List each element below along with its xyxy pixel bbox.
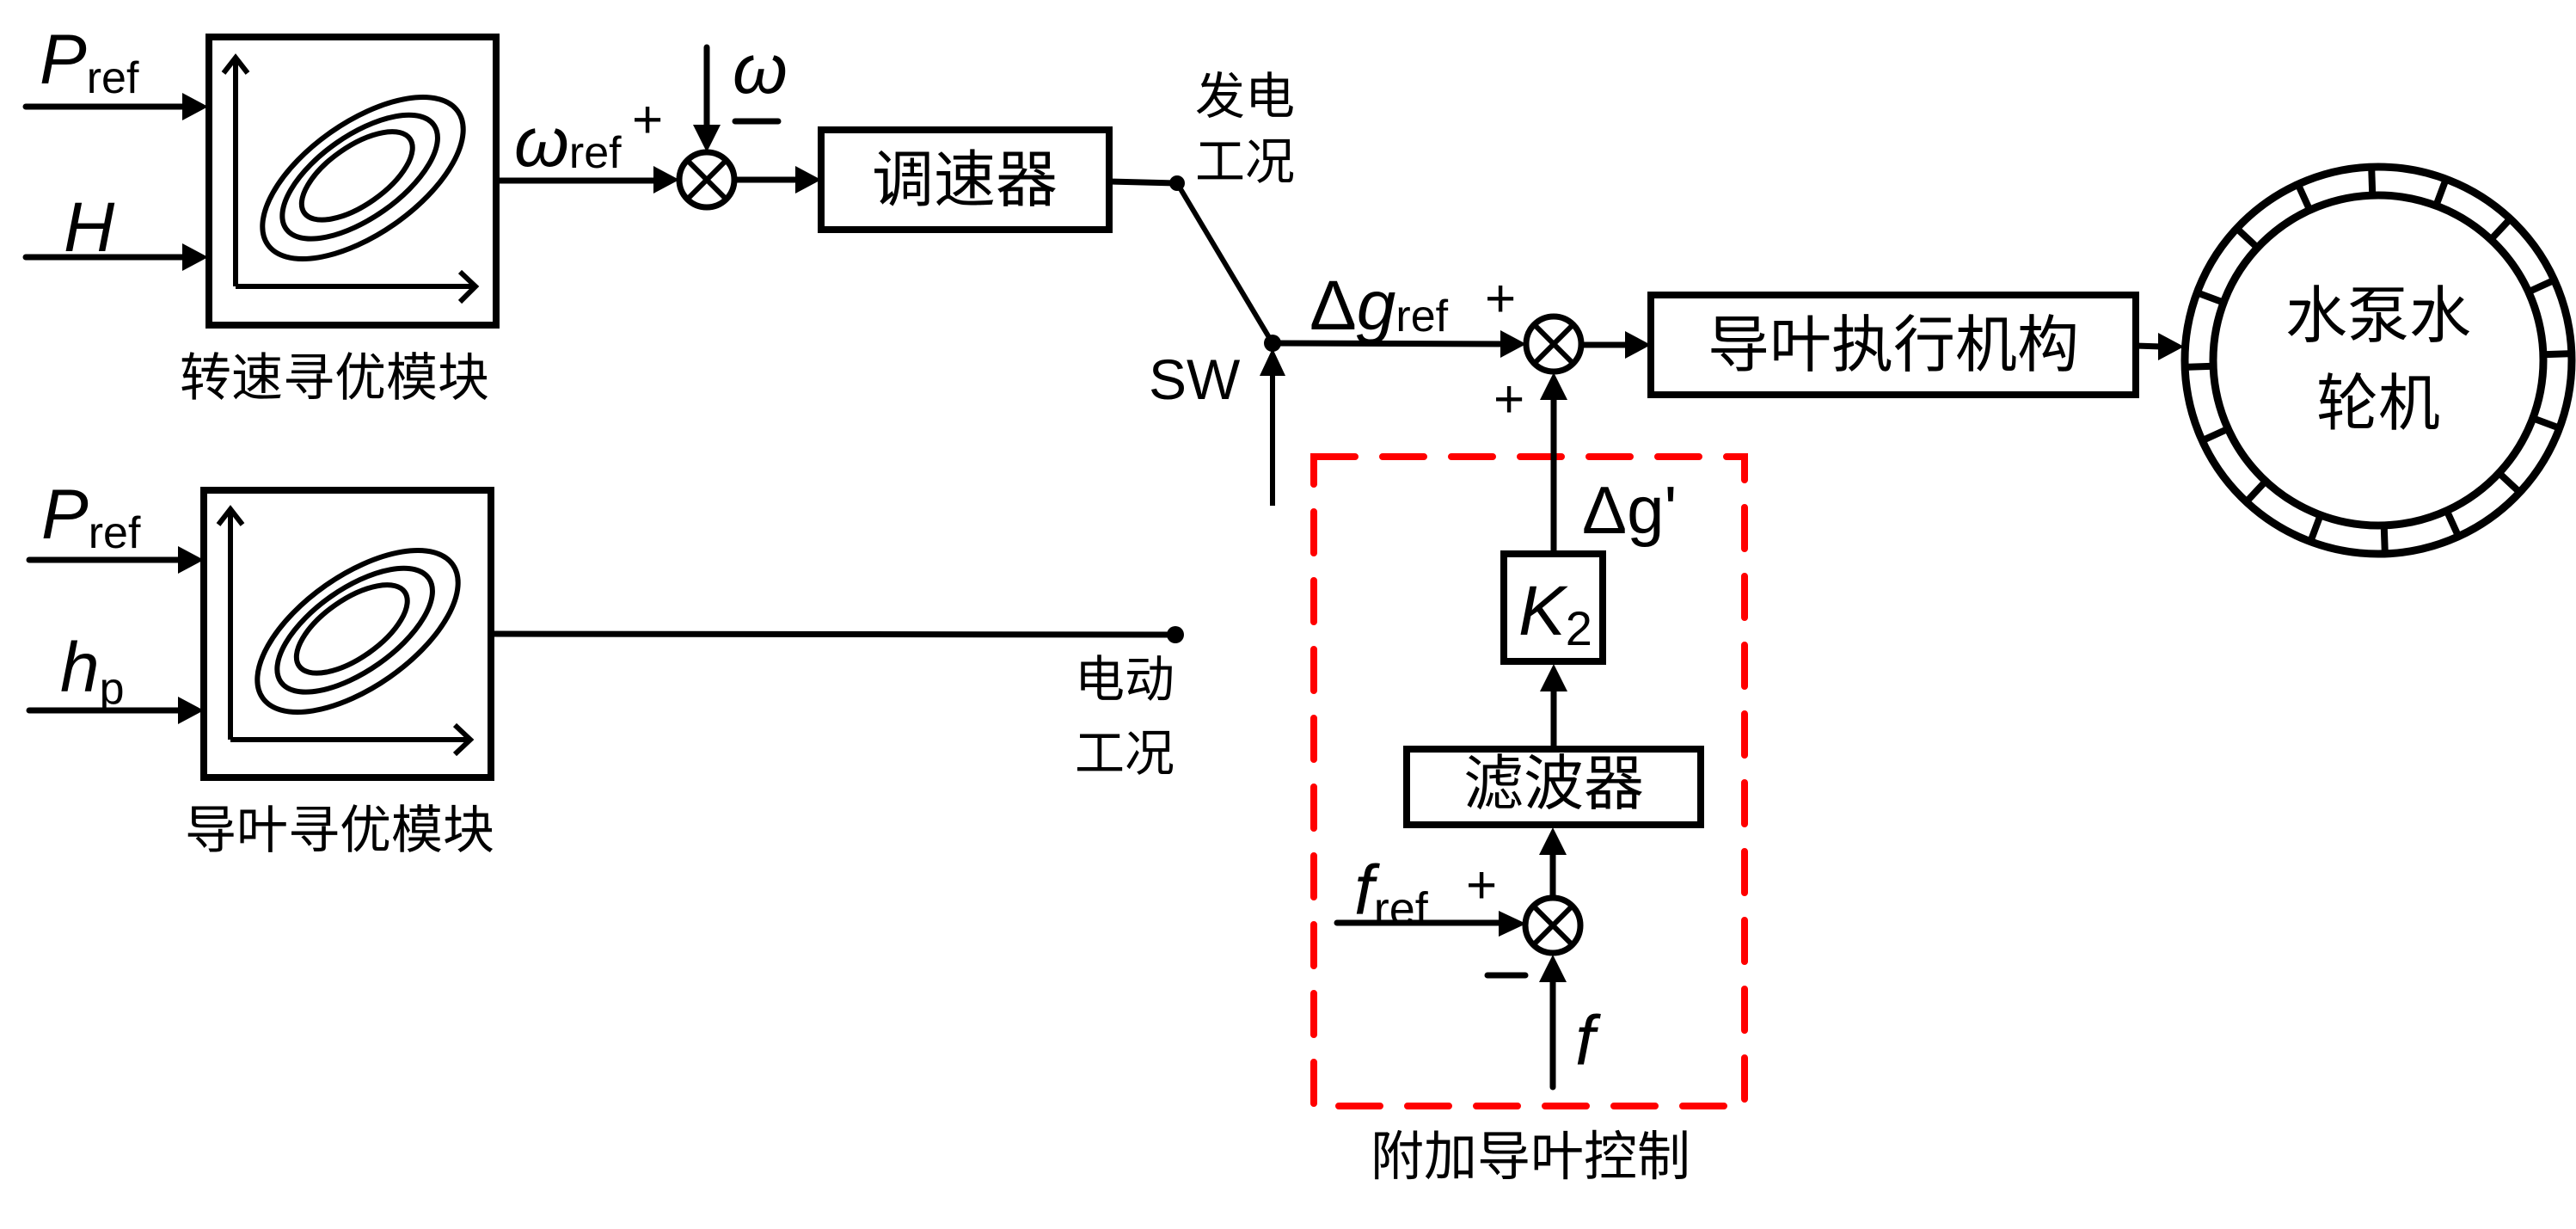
vane-module-input-hp: hp bbox=[26, 629, 204, 724]
turbine-inner-ring bbox=[2209, 191, 2548, 530]
signal-label-f: f bbox=[1575, 1002, 1601, 1080]
arrowhead-icon bbox=[178, 697, 204, 724]
arrowhead-icon bbox=[182, 243, 208, 271]
signal-label-f-ref: fref bbox=[1354, 851, 1429, 935]
signal-label-h: H bbox=[64, 188, 115, 267]
switch-label: SW bbox=[1149, 347, 1241, 411]
turbine-vane bbox=[2243, 478, 2268, 505]
generating-mode-label-line1: 发电 bbox=[1195, 67, 1295, 126]
arrowhead-icon bbox=[653, 166, 679, 194]
turbine-vane bbox=[2496, 470, 2523, 495]
turbine-outer-ring bbox=[2180, 163, 2576, 558]
signal-label-hp: hp bbox=[60, 629, 125, 714]
plus-sign: + bbox=[1466, 856, 1497, 915]
pump-turbine: 水泵水 轮机 bbox=[2180, 163, 2576, 558]
filter-block: 滤波器 bbox=[1403, 746, 1704, 828]
actuator-output-line bbox=[2132, 342, 2165, 350]
turbine-vane bbox=[2531, 415, 2561, 432]
turbine-vane bbox=[2443, 509, 2462, 538]
signal-label-omega: ω bbox=[733, 30, 788, 108]
turbine-vane bbox=[2195, 289, 2225, 306]
vane-module-label: 导叶寻优模块 bbox=[185, 801, 494, 861]
speed-summing-junction bbox=[679, 152, 734, 207]
contour-plot-icon bbox=[221, 53, 490, 304]
arrowhead-icon bbox=[178, 546, 204, 574]
gain-block-k2: K2 bbox=[1500, 550, 1606, 665]
arrowhead-icon bbox=[1625, 331, 1651, 359]
plus-sign-top: + bbox=[1485, 269, 1516, 329]
arrowhead-icon bbox=[1499, 911, 1526, 937]
turbine-vane bbox=[2307, 513, 2324, 544]
turbine-vane bbox=[2488, 216, 2513, 243]
contour-plot-icon bbox=[216, 505, 485, 757]
switch-contact-motoring bbox=[1167, 626, 1184, 643]
turbine-label-line1: 水泵水 bbox=[2285, 280, 2471, 352]
gain-label: K2 bbox=[1518, 572, 1592, 655]
signal-label-pref: Pref bbox=[40, 21, 139, 103]
signal-label-omega-ref: ωref bbox=[514, 103, 622, 181]
gate-summing-junction bbox=[1526, 316, 1581, 372]
delta-g-ref-line bbox=[1269, 340, 1508, 347]
arrowhead-icon bbox=[1539, 827, 1567, 855]
turbine-vane bbox=[2542, 350, 2573, 359]
vane-optimization-module: 导叶寻优模块 bbox=[185, 487, 494, 861]
turbine-vane bbox=[2184, 362, 2214, 371]
filter-label: 滤波器 bbox=[1463, 748, 1644, 819]
signal-label-delta-g-ref: Δgref bbox=[1309, 267, 1449, 345]
arrowhead-icon bbox=[2158, 333, 2184, 360]
additional-control-label: 附加导叶控制 bbox=[1371, 1125, 1690, 1188]
freq-summing-junction bbox=[1525, 898, 1580, 953]
motoring-mode-label-line2: 工况 bbox=[1075, 724, 1175, 783]
turbine-vanes-icon bbox=[2184, 166, 2573, 555]
plus-sign-bottom: + bbox=[1493, 370, 1524, 429]
turbine-vane bbox=[2200, 425, 2229, 444]
arrowhead-icon bbox=[1540, 664, 1567, 691]
governor-output-line bbox=[1106, 178, 1180, 187]
vane-module-box bbox=[200, 487, 494, 781]
arrowhead-icon bbox=[795, 166, 821, 194]
arrowhead-icon bbox=[1260, 348, 1285, 376]
governor-block: 调速器 bbox=[818, 126, 1113, 233]
actuator-label: 导叶执行机构 bbox=[1708, 309, 2079, 381]
arrowhead-icon bbox=[1540, 372, 1567, 400]
speed-module-input-h: H bbox=[22, 188, 208, 271]
arrowhead-icon bbox=[1500, 330, 1526, 358]
turbine-vane bbox=[2380, 525, 2389, 555]
vane-module-input-pref: Pref bbox=[26, 476, 204, 574]
plus-sign: + bbox=[632, 90, 663, 150]
additional-control-border bbox=[1310, 453, 1748, 1109]
signal-label-delta-g-prime: Δg' bbox=[1582, 472, 1677, 548]
turbine-vane bbox=[2295, 182, 2314, 212]
governor-label: 调速器 bbox=[872, 144, 1058, 216]
turbine-vane bbox=[2432, 177, 2450, 207]
mode-switch: SW bbox=[1149, 181, 1285, 506]
motoring-mode-label-line1: 电动 bbox=[1075, 650, 1175, 709]
speed-module-box bbox=[205, 34, 500, 329]
speed-module-label: 转速寻优模块 bbox=[180, 348, 489, 409]
signal-label-pref: Pref bbox=[41, 476, 141, 558]
turbine-vane bbox=[2234, 225, 2260, 250]
turbine-vane bbox=[2368, 166, 2377, 196]
vane-module-output-line bbox=[488, 630, 1179, 638]
arrowhead-icon bbox=[182, 93, 208, 120]
arrowhead-icon bbox=[1539, 955, 1567, 982]
additional-vane-control: Δg' K2 滤波器 fref + f 附加导叶控制 bbox=[1310, 372, 1748, 1188]
guide-vane-actuator-block: 导叶执行机构 bbox=[1647, 292, 2139, 398]
speed-optimization-module: 转速寻优模块 bbox=[180, 34, 500, 409]
generating-mode-label-line2: 工况 bbox=[1195, 132, 1295, 191]
turbine-label-line2: 轮机 bbox=[2316, 367, 2440, 439]
turbine-vane bbox=[2527, 277, 2556, 296]
speed-module-input-pref: Pref bbox=[22, 21, 208, 120]
arrowhead-icon bbox=[693, 125, 721, 152]
